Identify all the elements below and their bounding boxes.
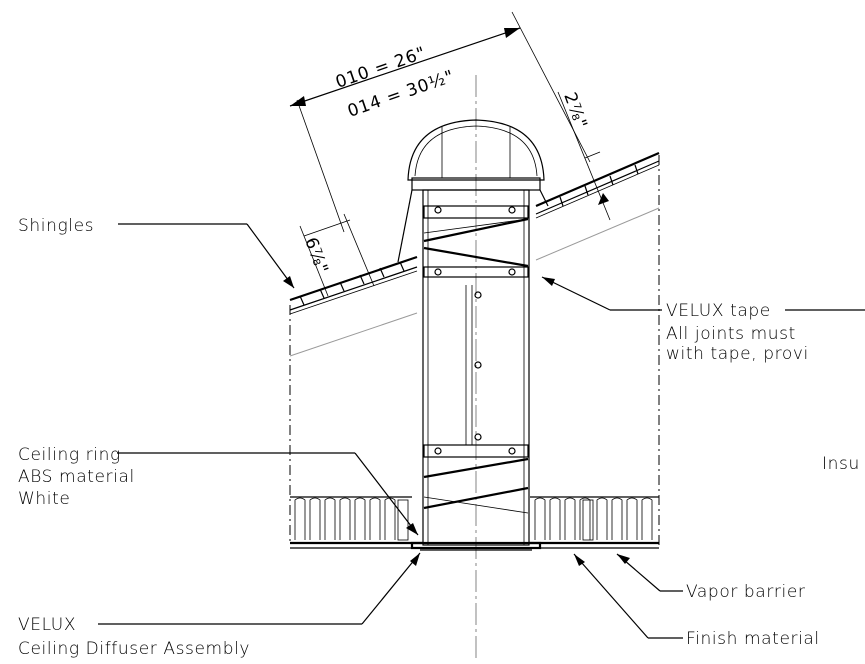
label-shingles: Shingles bbox=[18, 216, 94, 236]
label-velux-tape: VELUX tape bbox=[666, 301, 771, 321]
dome bbox=[397, 119, 549, 263]
ceiling-diffuser bbox=[410, 541, 542, 551]
tunnel bbox=[422, 189, 530, 546]
leader-ceiling-ring bbox=[117, 452, 419, 536]
label-insulation: Insu bbox=[822, 454, 860, 474]
leader-diffuser bbox=[98, 552, 421, 625]
label-vapor-barrier: Vapor barrier bbox=[686, 582, 805, 602]
insulation-right bbox=[529, 496, 659, 549]
roof-right bbox=[535, 151, 660, 261]
roof-left bbox=[289, 255, 418, 357]
leader-finish-material bbox=[573, 553, 683, 639]
label-velux: VELUX bbox=[18, 615, 76, 635]
label-white: White bbox=[18, 489, 70, 509]
label-tape-note-2: with tape, provi bbox=[666, 344, 809, 364]
label-ceiling-ring: Ceiling ring bbox=[18, 445, 121, 465]
dim-2-7-8: 2⅞" bbox=[559, 90, 591, 132]
label-diffuser-assembly: Ceiling Diffuser Assembly bbox=[18, 639, 250, 659]
label-finish-material: Finish material bbox=[686, 629, 820, 649]
insulation-left bbox=[290, 496, 423, 549]
flashing-height-dimension: 2⅞" bbox=[557, 90, 611, 221]
leader-vapor-barrier bbox=[616, 553, 683, 592]
leader-shingles bbox=[118, 223, 295, 289]
label-abs-material: ABS material bbox=[18, 467, 135, 487]
dim-6-7-8: 6⅞" bbox=[300, 235, 332, 277]
label-tape-note-1: All joints must bbox=[666, 324, 796, 344]
leader-velux-tape bbox=[541, 276, 865, 311]
